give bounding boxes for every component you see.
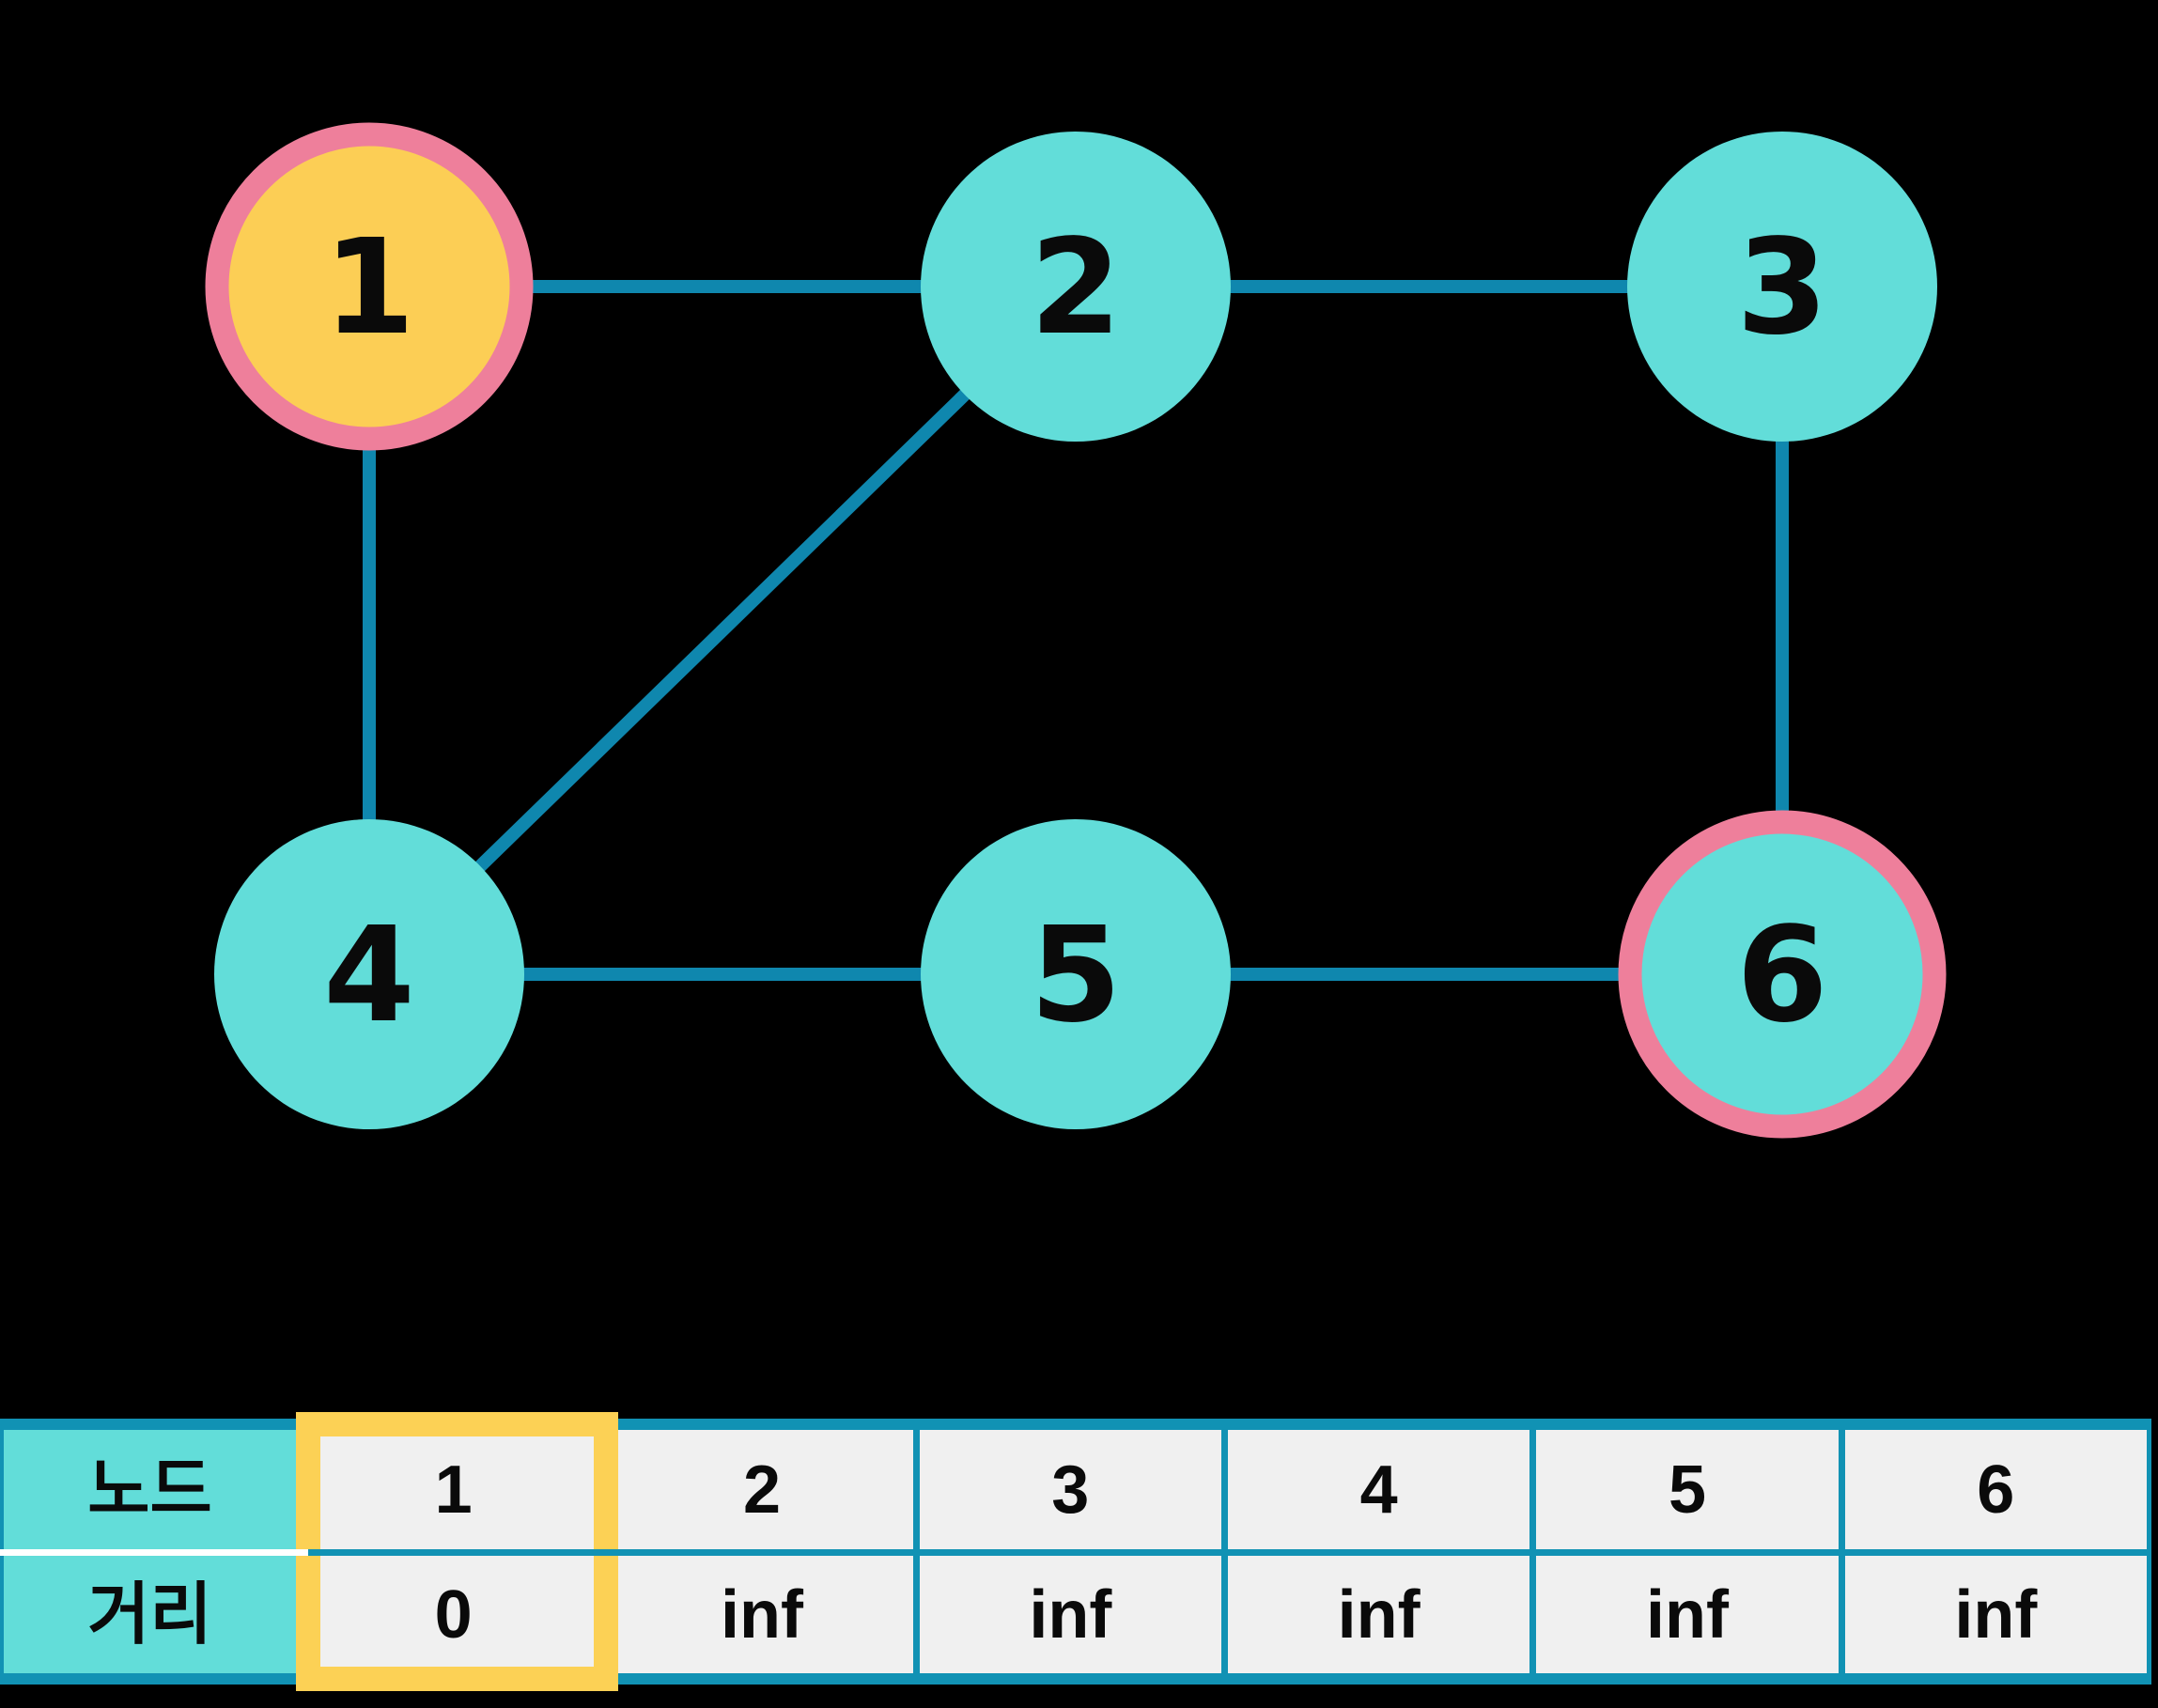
distance-cell-1: 0 [303,1556,605,1673]
node-6-label: 6 [1736,899,1827,1052]
node-cell-1: 1 [303,1430,605,1549]
node-6: 6 [1618,810,1947,1139]
node-1: 1 [205,122,534,451]
node-2-label: 2 [1030,211,1121,365]
distance-cell-5: inf [1536,1556,1839,1673]
node-4-circle [214,819,524,1129]
node-5-circle [921,819,1231,1129]
node-2: 2 [921,132,1231,442]
node-1-circle [205,122,534,451]
distance-cell-2: inf [611,1556,913,1673]
row-header-node: 노드 [4,1430,296,1549]
node-cell-4: 4 [1228,1430,1530,1549]
node-5-label: 5 [1030,899,1121,1052]
node-2-circle [921,132,1231,442]
distance-cell-4: inf [1228,1556,1530,1673]
distance-table-grid: 노드 1 2 3 4 5 6 거리 0 inf inf inf inf inf [4,1430,2147,1673]
node-6-circle [1618,810,1947,1139]
node-cell-6: 6 [1844,1430,2147,1549]
node-cell-2: 2 [611,1430,913,1549]
node-5: 5 [921,819,1231,1129]
row-divider-blue [308,1549,2147,1556]
row-divider-white [0,1549,308,1556]
node-cell-3: 3 [919,1430,1221,1549]
node-3-circle [1627,132,1937,442]
node-4-label: 4 [323,899,414,1052]
node-3-label: 3 [1736,211,1827,365]
node-4: 4 [214,819,524,1129]
distance-cell-3: inf [919,1556,1221,1673]
distance-cell-6: inf [1844,1556,2147,1673]
node-3: 3 [1627,132,1937,442]
node-cell-5: 5 [1536,1430,1839,1549]
graph-diagram: 1 2 3 4 5 6 [205,122,1947,1139]
edge-2-4 [365,281,1080,980]
row-header-distance: 거리 [4,1556,296,1673]
node-1-label: 1 [323,211,414,365]
